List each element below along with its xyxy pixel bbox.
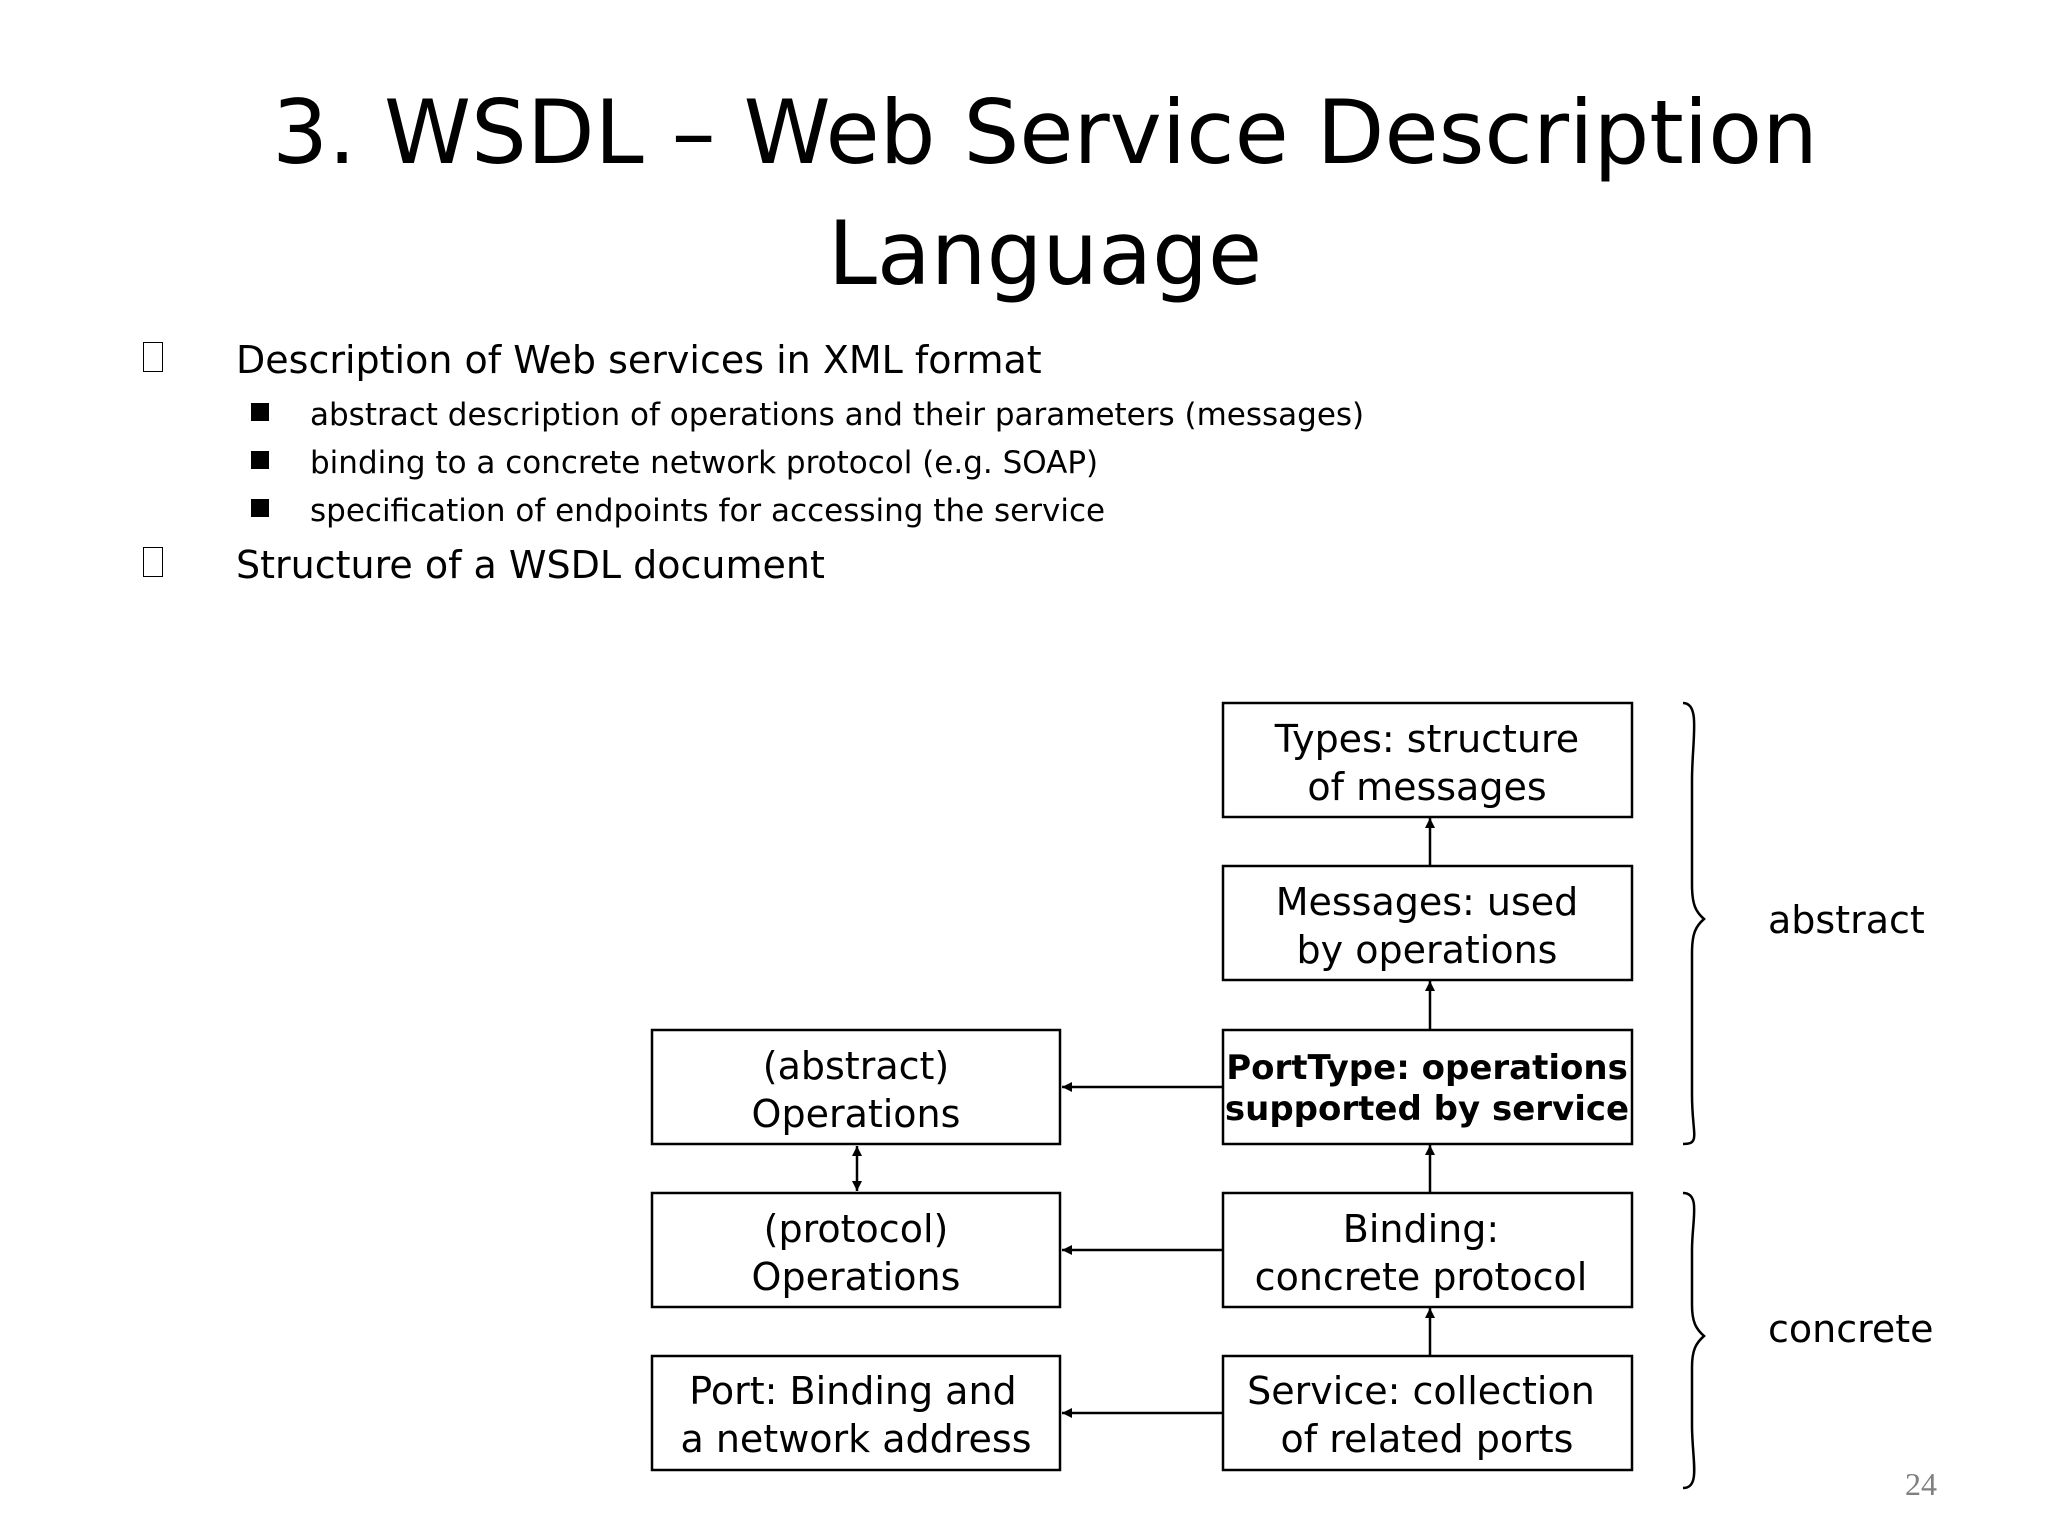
box-abstract-operations-line-2: Operations: [752, 1092, 961, 1136]
box-protocol-operations: (protocol) Operations: [650, 1191, 1062, 1309]
bullet-marker-icon: [143, 547, 163, 577]
box-porttype-line-2: supported by service: [1225, 1089, 1629, 1129]
slide-title-line-2: Language: [827, 202, 1263, 305]
box-protocol-operations-line-1: (protocol): [764, 1207, 949, 1251]
sub-bullet-marker-icon: [251, 403, 269, 421]
box-binding: Binding: concrete protocol: [1221, 1191, 1634, 1309]
bullet-marker-icon: [143, 342, 163, 372]
group-label-concrete: concrete: [1768, 1307, 1934, 1351]
box-abstract-operations: (abstract) Operations: [650, 1028, 1062, 1146]
box-types: Types: structure of messages: [1221, 701, 1634, 819]
box-service: Service: collection of related ports: [1221, 1354, 1634, 1472]
sub-bullet-item-endpoints: specification of endpoints for accessing…: [310, 493, 1106, 529]
box-protocol-operations-line-2: Operations: [752, 1255, 961, 1299]
box-binding-line-1: Binding:: [1343, 1207, 1499, 1251]
box-service-line-1: Service: collection: [1247, 1369, 1595, 1413]
box-messages-line-1: Messages: used: [1276, 880, 1579, 924]
box-service-line-2: of related ports: [1281, 1417, 1574, 1461]
box-types-line-1: Types: structure: [1274, 717, 1579, 761]
bullet-item-xml-description: Description of Web services in XML forma…: [236, 338, 1042, 382]
box-binding-line-2: concrete protocol: [1255, 1255, 1588, 1299]
sub-bullet-item-abstract: abstract description of operations and t…: [310, 397, 1365, 433]
box-abstract-operations-line-1: (abstract): [763, 1044, 949, 1088]
box-types-line-2: of messages: [1307, 765, 1546, 809]
box-port-line-2: a network address: [680, 1417, 1031, 1461]
box-port-line-1: Port: Binding and: [689, 1369, 1016, 1413]
box-messages: Messages: used by operations: [1221, 864, 1634, 982]
box-porttype-line-1: PortType: operations: [1226, 1048, 1628, 1088]
group-label-abstract: abstract: [1768, 898, 1925, 942]
box-port: Port: Binding and a network address: [650, 1354, 1062, 1472]
slide-title: 3. WSDL – Web Service Description Langua…: [0, 72, 2048, 314]
page-number: 24: [1905, 1466, 1937, 1502]
brace-concrete: [1682, 1191, 1706, 1490]
slide-title-line-1: 3. WSDL – Web Service Description: [272, 81, 1818, 184]
box-porttype: PortType: operations supported by servic…: [1221, 1028, 1634, 1146]
box-messages-line-2: by operations: [1297, 928, 1558, 972]
brace-abstract: [1682, 701, 1706, 1146]
bullet-item-wsdl-structure: Structure of a WSDL document: [236, 543, 825, 587]
sub-bullet-marker-icon: [251, 499, 269, 517]
sub-bullet-item-binding: binding to a concrete network protocol (…: [310, 445, 1099, 481]
sub-bullet-marker-icon: [251, 451, 269, 469]
